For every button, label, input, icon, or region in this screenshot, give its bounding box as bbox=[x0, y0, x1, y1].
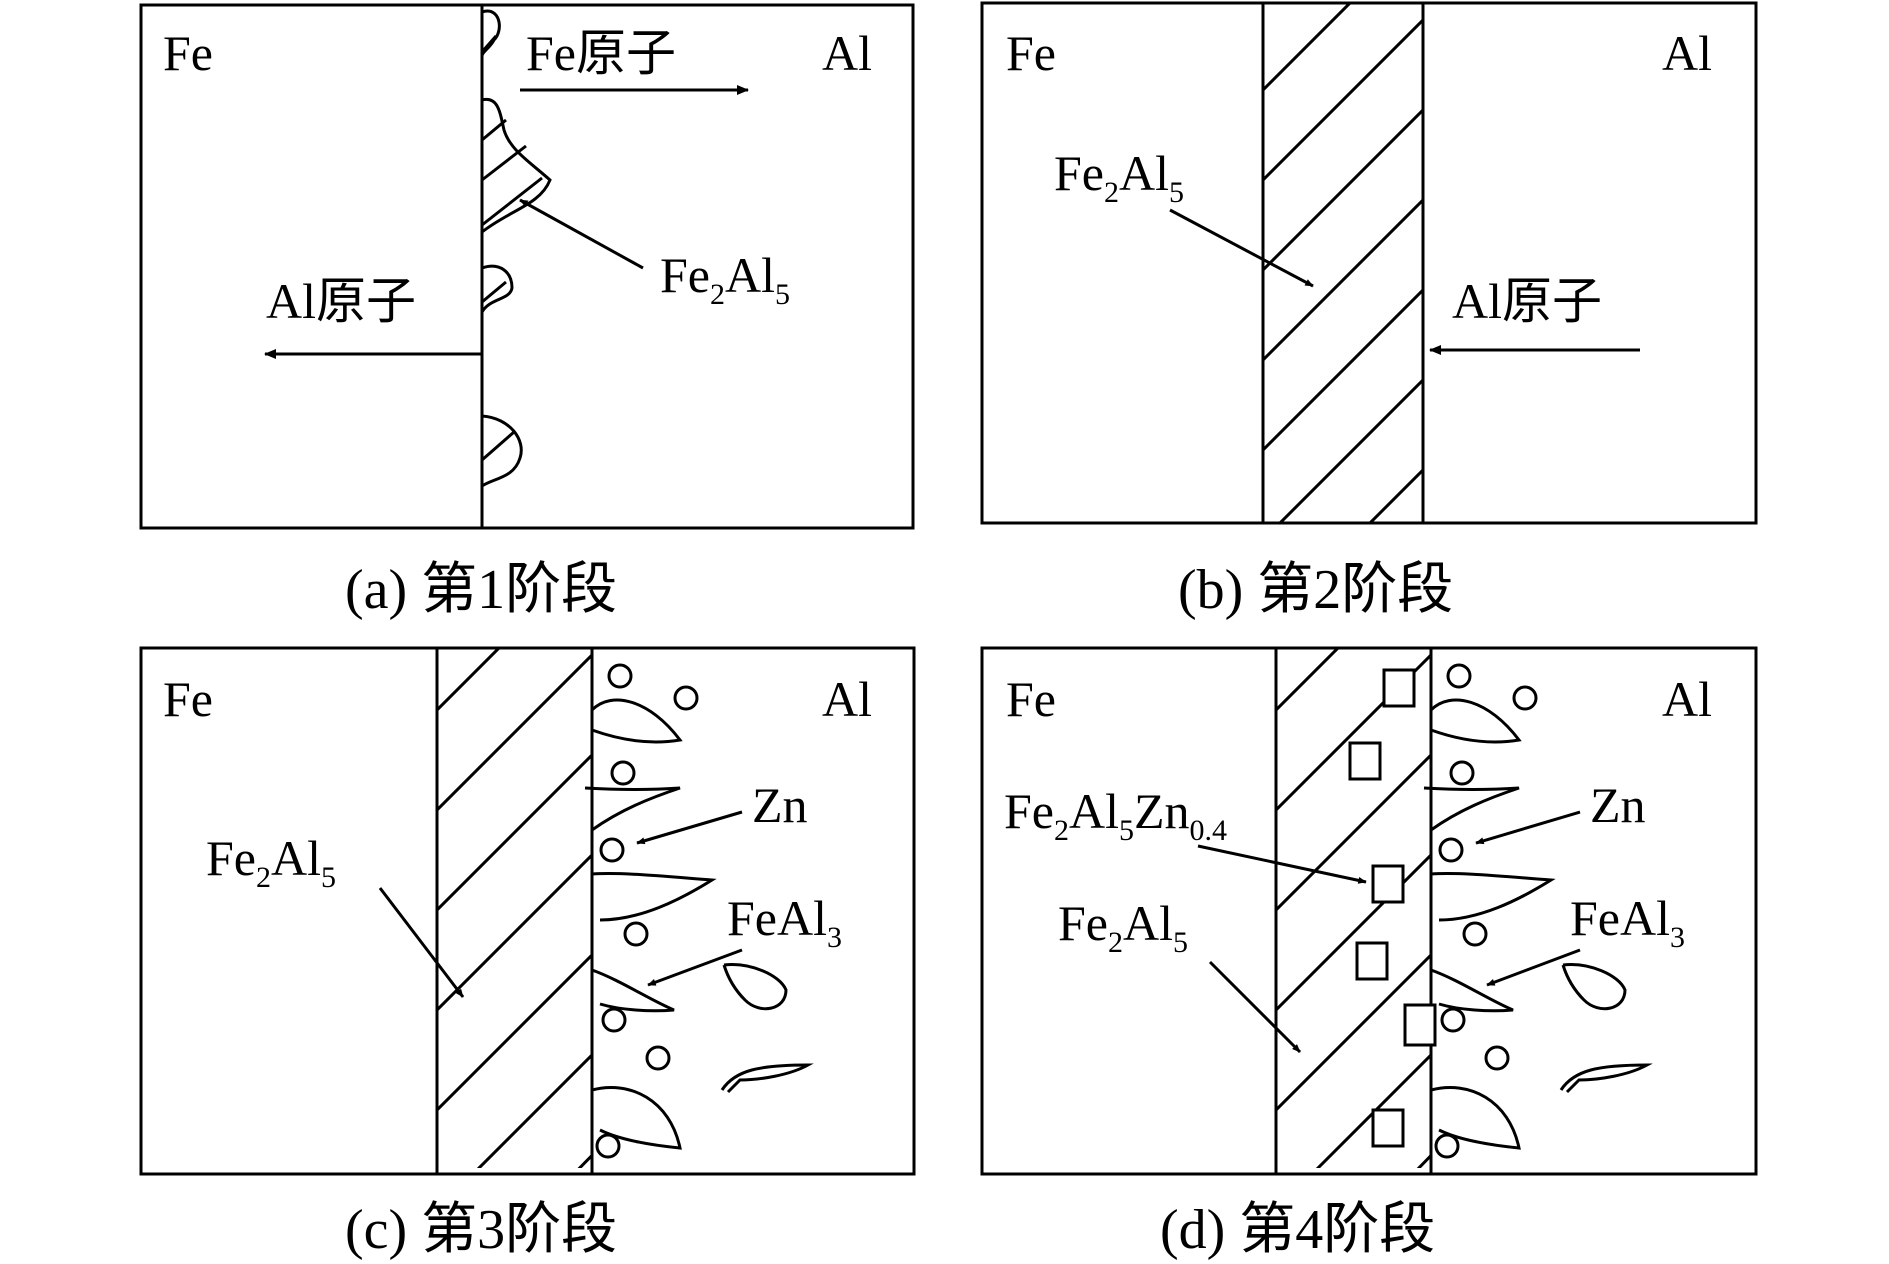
phase-nucleus bbox=[480, 264, 514, 313]
fe2al5zn-particle bbox=[1403, 1003, 1437, 1047]
feal3-grain bbox=[591, 871, 717, 922]
hatch-line bbox=[481, 144, 527, 182]
fe2al5-layer-hatch bbox=[437, 648, 592, 1168]
zn-particle bbox=[1438, 837, 1464, 863]
zn-particle bbox=[1440, 1007, 1466, 1033]
panel-c-frame bbox=[139, 646, 916, 1176]
al-label: Al bbox=[822, 671, 872, 727]
zn-particle bbox=[1449, 760, 1475, 786]
panel-c bbox=[139, 646, 916, 1176]
zn-pointer-arrow bbox=[1475, 810, 1581, 845]
al-atom-label: Al原子 bbox=[1452, 273, 1602, 329]
zn-particle bbox=[610, 760, 636, 786]
fe-label: Fe bbox=[1006, 671, 1056, 727]
feal3-label: FeAl3 bbox=[1570, 890, 1685, 954]
fe2al5-label: Fe2Al5 bbox=[1058, 895, 1188, 959]
zn-particle bbox=[623, 921, 649, 947]
fe2al5zn-particle bbox=[1348, 741, 1382, 781]
phase-nucleus bbox=[481, 414, 523, 488]
phase-pointer-arrow bbox=[1208, 960, 1302, 1054]
feal3-grain bbox=[722, 963, 788, 1011]
fe2al5zn-label: Fe2Al5Zn0.4 bbox=[1004, 783, 1227, 847]
feal3-grain bbox=[1430, 1085, 1521, 1150]
panel-b bbox=[980, 1, 1758, 525]
feal3-grain bbox=[1561, 963, 1627, 1011]
fe2al5-layer-hatch bbox=[1263, 3, 1423, 523]
caption-c: (c) 第3阶段 bbox=[345, 1199, 617, 1261]
feal3-pointer-arrow bbox=[1486, 948, 1581, 987]
hatch-line bbox=[481, 118, 507, 142]
feal3-grain bbox=[591, 968, 675, 1013]
zn-particle bbox=[595, 1133, 621, 1159]
hatch-line bbox=[480, 35, 498, 53]
fe2al5-layer-hatch bbox=[1276, 648, 1431, 1168]
panel-b-frame bbox=[980, 1, 1758, 525]
zn-particle bbox=[1434, 1133, 1460, 1159]
zn-particle bbox=[1462, 921, 1488, 947]
zn-pointer-arrow bbox=[636, 810, 743, 845]
fe-label: Fe bbox=[163, 25, 213, 81]
al-label: Al bbox=[1662, 25, 1712, 81]
feal3-grain bbox=[1429, 698, 1522, 744]
feal3-grain bbox=[1430, 871, 1556, 922]
fe2al5-label: Fe2Al5 bbox=[1054, 145, 1184, 209]
zn-particle bbox=[599, 837, 625, 863]
fe2al5zn-particle bbox=[1371, 864, 1405, 904]
feal3-grain bbox=[720, 1063, 814, 1094]
fe-label: Fe bbox=[163, 671, 213, 727]
feal3-label: FeAl3 bbox=[727, 890, 842, 954]
zn-label: Zn bbox=[752, 777, 808, 833]
caption-b: (b) 第2阶段 bbox=[1178, 559, 1453, 621]
zn-particle bbox=[1446, 663, 1472, 689]
feal3-grain bbox=[1559, 1063, 1653, 1094]
fe2al5zn-particle bbox=[1371, 1108, 1405, 1148]
fe2al5zn-pointer-arrow bbox=[1197, 844, 1367, 884]
zn-particle bbox=[1512, 685, 1538, 711]
hatch-line bbox=[481, 176, 543, 227]
phase-pointer-arrow bbox=[378, 887, 465, 998]
fe-atom-label: Fe原子 bbox=[526, 25, 676, 81]
feal3-pointer-arrow bbox=[647, 948, 743, 987]
phase-pointer-arrow bbox=[1169, 208, 1314, 288]
panel-d-frame bbox=[980, 646, 1758, 1176]
panel-d bbox=[980, 646, 1758, 1176]
zn-particle bbox=[645, 1045, 671, 1071]
feal3-grain bbox=[1423, 786, 1520, 832]
phase-pointer-arrow bbox=[519, 198, 644, 270]
panel-a bbox=[139, 3, 915, 530]
panel-a-frame bbox=[139, 3, 915, 530]
phase-nucleus bbox=[481, 97, 552, 234]
caption-d: (d) 第4阶段 bbox=[1160, 1199, 1435, 1261]
al-atom-label: Al原子 bbox=[266, 273, 416, 329]
hatch-line bbox=[481, 280, 507, 304]
feal3-grain bbox=[591, 1085, 682, 1150]
zn-particle bbox=[601, 1007, 627, 1033]
hatch-line bbox=[481, 430, 515, 462]
zn-particle bbox=[1484, 1045, 1510, 1071]
caption-a: (a) 第1阶段 bbox=[345, 559, 617, 621]
feal3-grain bbox=[590, 698, 683, 744]
zn-particle bbox=[673, 685, 699, 711]
fe2al5zn-particle bbox=[1355, 941, 1389, 981]
al-label: Al bbox=[822, 25, 872, 81]
fe2al5zn-particle bbox=[1382, 668, 1416, 708]
zn-particle bbox=[607, 663, 633, 689]
feal3-grain bbox=[1430, 968, 1514, 1013]
zn-label: Zn bbox=[1590, 777, 1646, 833]
fe2al5-label: Fe2Al5 bbox=[206, 830, 336, 894]
fe2al5-label: Fe2Al5 bbox=[660, 247, 790, 311]
fe-label: Fe bbox=[1006, 25, 1056, 81]
al-label: Al bbox=[1662, 671, 1712, 727]
feal3-grain bbox=[584, 786, 681, 832]
